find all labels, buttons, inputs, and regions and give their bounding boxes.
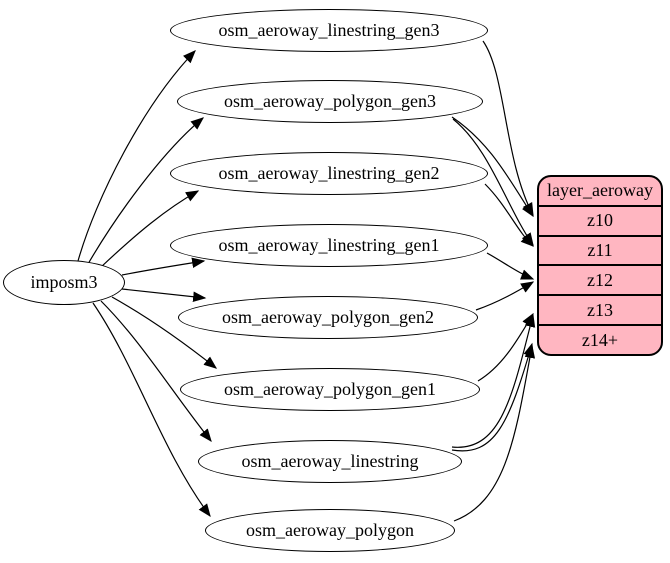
record-row-z10: z10 <box>539 204 661 235</box>
record-title: layer_aeroway <box>547 180 653 201</box>
edge-osm-aeroway-linestring-to-z13 <box>451 313 536 448</box>
record-row-z11: z11 <box>539 234 661 265</box>
record-row-z13: z13 <box>539 294 661 324</box>
node-osm-aeroway-polygon: osm_aeroway_polygon <box>205 509 455 552</box>
edge-imposm3-to-osm-aeroway-linestring-gen3 <box>77 50 196 262</box>
node-imposm3: imposm3 <box>3 260 125 305</box>
edge-imposm3-to-osm-aeroway-linestring <box>100 300 212 443</box>
edge-osm-aeroway-polygon-gen3-to-z11 <box>452 118 534 247</box>
edge-osm-aeroway-polygon-to-z14 <box>453 344 536 522</box>
edge-imposm3-to-osm-aeroway-polygon-gen1 <box>111 296 218 369</box>
record-row-z12: z12 <box>539 264 661 294</box>
edge-osm-aeroway-linestring-gen2-to-z11 <box>484 183 534 247</box>
node-osm-aeroway-linestring: osm_aeroway_linestring <box>198 440 462 483</box>
edge-imposm3-to-osm-aeroway-polygon-gen2 <box>121 288 207 303</box>
node-osm-aeroway-polygon-gen3: osm_aeroway_polygon_gen3 <box>177 80 483 123</box>
edge-imposm3-to-osm-aeroway-polygon <box>92 302 211 518</box>
edge-osm-aeroway-polygon-gen3-to-z10 <box>451 116 534 218</box>
edge-osm-aeroway-linestring-gen3-to-z10 <box>482 40 534 217</box>
node-osm-aeroway-polygon-gen1: osm_aeroway_polygon_gen1 <box>180 368 480 411</box>
edge-osm-aeroway-linestring-gen1-to-z12 <box>486 252 535 280</box>
record-row-z14: z14+ <box>539 324 661 354</box>
node-osm-aeroway-linestring-gen1: osm_aeroway_linestring_gen1 <box>170 224 488 267</box>
record-layer-aeroway: layer_aeroway z10 z11 z12 z13 z14+ <box>537 175 663 356</box>
node-osm-aeroway-polygon-gen2: osm_aeroway_polygon_gen2 <box>178 296 478 339</box>
edge-imposm3-to-osm-aeroway-linestring-gen2 <box>99 190 200 269</box>
node-osm-aeroway-linestring-gen3: osm_aeroway_linestring_gen3 <box>170 9 488 52</box>
edge-imposm3-to-osm-aeroway-polygon-gen3 <box>87 117 205 265</box>
edge-osm-aeroway-linestring-to-z14 <box>451 342 534 452</box>
edge-imposm3-to-osm-aeroway-linestring-gen1 <box>121 257 206 276</box>
node-osm-aeroway-linestring-gen2: osm_aeroway_linestring_gen2 <box>170 152 488 195</box>
edge-osm-aeroway-polygon-gen2-to-z12 <box>475 281 535 311</box>
